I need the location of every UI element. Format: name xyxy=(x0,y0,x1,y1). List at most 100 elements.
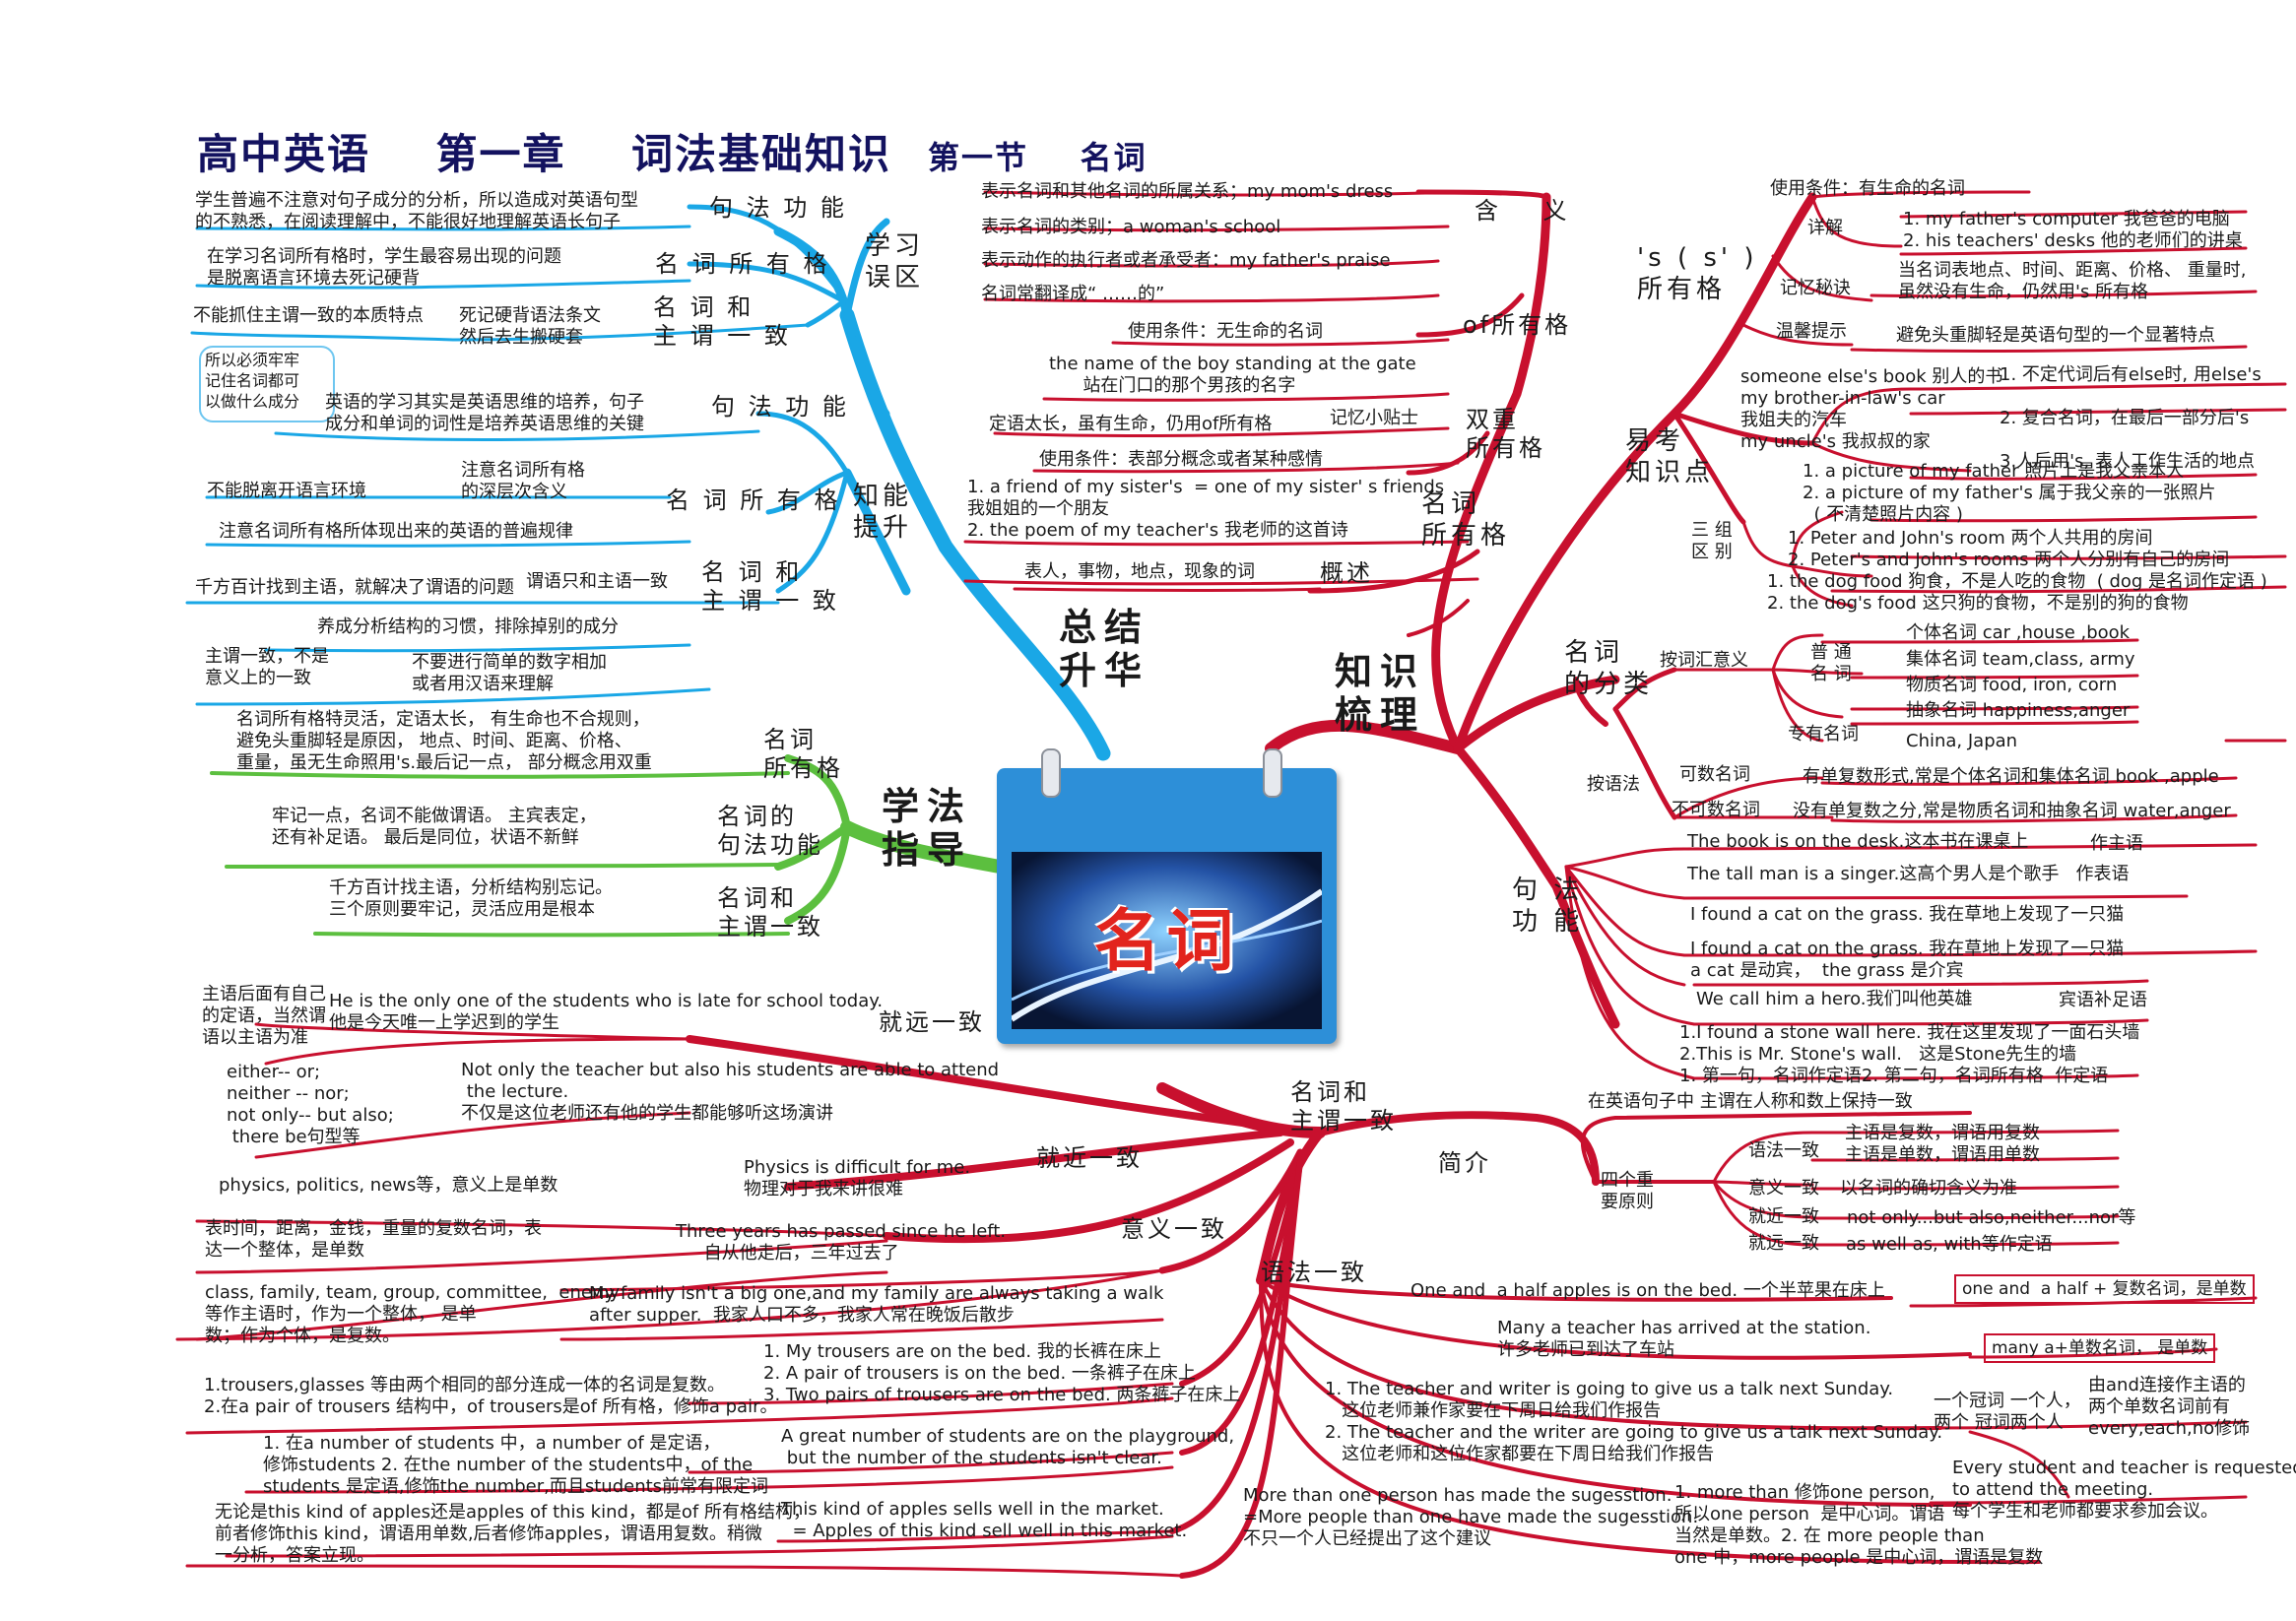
branch-label-r-s: 's ( s' ) 所有格 xyxy=(1637,243,1758,304)
branch-label-r-yyz: 意义一致 xyxy=(1121,1215,1227,1243)
branch-label-r-jyz: 就远一致 xyxy=(879,1008,985,1036)
leaf-text-o3: 定语太长，虽有生命，仍用of所有格 xyxy=(989,414,1273,434)
leaf-text-x3: 千方百计找主语，分析结构别忘记。 三个原则要牢记，灵活应用是根本 xyxy=(329,877,613,920)
leaf-text-j6: 1.I found a stone wall here. 我在这里发现了一面石头… xyxy=(1679,1022,2140,1086)
leaf-text-c12: 不可数名词 xyxy=(1672,800,1760,820)
center-label: 名词 xyxy=(1093,903,1240,981)
leaf-text-yf8: 1. more than 修饰one person, 所以one person … xyxy=(1674,1482,2044,1568)
leaf-text-yf1: One and a half apples is on the bed. 一个半… xyxy=(1410,1280,1885,1301)
branch-label-r-fl: 名词 的分类 xyxy=(1564,638,1654,699)
branch-label-b-jf1: 句 法 功 能 xyxy=(709,194,847,222)
leaf-text-yy3: 表时间，距离，金钱，重量的复数名词，表 达一个整体，是单数 xyxy=(205,1218,542,1261)
leaf-text-jj9: 就远一致 xyxy=(1748,1233,1819,1254)
leaf-text-z7: 养成分析结构的习惯，排除掉别的成分 xyxy=(317,616,619,637)
leaf-text-s1: 使用条件：有生命的名词 xyxy=(1770,178,1965,199)
leaf-text-jj2: 四个重 要原则 xyxy=(1601,1170,1654,1212)
leaf-text-x2: 牢记一点，名词不能做谓语。 主宾表定， 还有补足语。 最后是同位，状语不新鲜 xyxy=(272,806,597,848)
leaf-text-yy1: physics, politics, news等，意义上是单数 xyxy=(219,1175,558,1196)
leaf-text-c5: 物质名词 food, iron, corn xyxy=(1906,675,2118,695)
branch-label-b-mc2: 名 词 所 有 格 xyxy=(666,486,841,514)
leaf-text-z2: 注意名词所有格 的深层次含义 xyxy=(461,460,585,502)
leaf-text-c11: 有单复数形式,常是个体名词和集体名词 book ,apple xyxy=(1803,766,2219,787)
leaf-text-h2: 表示名词的类别；a woman's school xyxy=(981,217,1281,237)
leaf-text-yy9: 1. 在a number of students 中，a number of 是… xyxy=(263,1433,769,1497)
leaf-text-yf3: 1. The teacher and writer is going to gi… xyxy=(1325,1379,1943,1464)
leaf-text-y4: 三 组 区 别 xyxy=(1691,520,1733,562)
leaf-text-jj6: 以名词的确切含义为准 xyxy=(1840,1178,2017,1199)
leaf-text-w2: 在学习名词所有格时，学生最容易出现的问题 是脱离语言环境去死记硬背 xyxy=(207,246,561,289)
leaf-text-yy11: 无论是this kind of apples还是apples of this k… xyxy=(215,1502,811,1566)
leaf-text-j2: The tall man is a singer.这高个男人是个歌手 作表语 xyxy=(1687,864,2130,884)
branch-label-r-yfz: 语法一致 xyxy=(1261,1259,1367,1286)
branch-label-r-sc: 双重 所有格 xyxy=(1466,406,1545,462)
branch-label-r-jf: 句 法 功 能 xyxy=(1512,875,1584,937)
leaf-text-o4: 记忆小贴士 xyxy=(1330,408,1418,428)
branch-label-r-gs: 概述 xyxy=(1320,559,1373,587)
branch-label-r-of: of所有格 xyxy=(1463,311,1572,339)
hub-zongjie: 总结 升华 xyxy=(1059,606,1150,692)
leaf-text-c1: 按词汇意义 xyxy=(1660,650,1748,671)
leaf-text-c2: 普 通 名 词 xyxy=(1810,642,1852,684)
leaf-text-c4: 集体名词 team,class, army xyxy=(1906,649,2135,670)
leaf-text-s7: 避免头重脚轻是英语句型的一个显著特点 xyxy=(1896,325,2215,346)
leaf-text-jj4: 主语是复数，谓语用复数 主语是单数，谓语用单数 xyxy=(1845,1123,2040,1165)
leaf-text-z6: 谓语只和主语一致 xyxy=(526,571,668,592)
leaf-text-j1: The book is on the desk.这本书在课桌上 xyxy=(1687,831,2029,852)
leaf-text-yy2: Physics is difficult for me. 物理对于我来讲很难 xyxy=(744,1157,971,1200)
leaf-text-yf7: More than one person has made the sugess… xyxy=(1243,1485,1699,1549)
branch-label-g-jf: 名词的 句法功能 xyxy=(717,803,823,859)
page-title: 高中英语 第一章 词法基础知识 xyxy=(197,130,891,178)
leaf-text-o2: the name of the boy standing at the gate… xyxy=(1049,354,1416,396)
leaf-text-h4: 名词常翻译成“ ……的” xyxy=(981,284,1165,304)
leaf-text-z8: 主谓一致，不是 意义上的一致 xyxy=(205,646,329,688)
branch-label-r-hy: 含 义 xyxy=(1475,197,1570,225)
leaf-text-c6: 抽象名词 happiness,anger xyxy=(1906,700,2131,721)
leaf-text-y3: 1. a picture of my father 照片上是我父亲本人 2. a… xyxy=(1803,461,2216,525)
branch-label-b-xxwq: 学习 误区 xyxy=(865,231,925,292)
branch-label-b-mz1: 名 词 和 主 谓 一 致 xyxy=(653,293,791,350)
calendar-body: 名词 xyxy=(997,768,1337,1044)
section-title: 第一节 名词 xyxy=(928,139,1148,176)
leaf-text-jy1: 主语后面有自己 的定语，当然谓 语以主语为准 xyxy=(202,984,326,1048)
leaf-text-w3: 不能抓住主谓一致的本质特点 xyxy=(193,305,424,326)
leaf-text-h1: 表示名词和其他名词的所属关系；my mom's dress xyxy=(981,181,1394,202)
note-bubble-text: 所以必须牢牢 记住名词都可 以做什么成分 xyxy=(205,351,300,411)
hub-zhishi: 知识 梳理 xyxy=(1335,650,1426,737)
branch-label-b-mc1: 名 词 所 有 格 xyxy=(655,250,830,278)
leaf-text-c3: 个体名词 car ,house ,book xyxy=(1906,622,2131,643)
leaf-text-z3: 不能脱离开语言环境 xyxy=(207,481,366,501)
leaf-text-z5: 千方百计找到主语，就解决了谓语的问题 xyxy=(195,577,514,598)
leaf-text-j1b: 作主语 xyxy=(2090,833,2143,854)
leaf-text-yy5: class, family, team, group, committee, e… xyxy=(205,1282,621,1346)
leaf-text-s6: 温馨提示 xyxy=(1776,321,1847,342)
leaf-text-s2: 详解 xyxy=(1807,218,1843,238)
leaf-text-c13: 没有单复数之分,常是物质名词和抽象名词 water,anger xyxy=(1793,801,2231,821)
leaf-text-z1: 英语的学习其实是英语思维的培养，句子 成分和单词的词性是培养英语思维的关键 xyxy=(325,392,644,434)
branch-label-b-jf2: 句 法 功 能 xyxy=(711,393,849,421)
branch-label-g-mc: 名词 所有格 xyxy=(763,726,843,782)
branch-label-r-mz: 名词和 主谓一致 xyxy=(1290,1078,1397,1135)
leaf-text-gs1: 表人，事物，地点，现象的词 xyxy=(1024,561,1255,582)
hub-xuefa: 学法 指导 xyxy=(882,785,973,872)
branch-label-r-jj: 简介 xyxy=(1438,1149,1491,1177)
leaf-text-x1: 名词所有格特灵活，定语太长， 有生命也不合规则， 避免头重脚轻是原因， 地点、时… xyxy=(236,709,652,773)
leaf-text-yf2: Many a teacher has arrived at the statio… xyxy=(1497,1318,1871,1360)
leaf-text-jn1: either-- or; neither -- nor; not only-- … xyxy=(227,1062,394,1147)
calendar-ring-left xyxy=(1041,748,1061,798)
leaf-text-s5: 当名词表地点、时间、距离、价格、 重量时, 虽然没有生命，仍然用's 所有格 xyxy=(1898,260,2247,302)
leaf-text-yy7: 1.trousers,glasses 等由两个相同的部分连成一体的名词是复数。 … xyxy=(204,1375,778,1417)
leaf-text-jj1: 在英语句子中 主谓在人称和数上保持一致 xyxy=(1588,1091,1913,1112)
branch-label-r-mc: 名词 所有格 xyxy=(1421,489,1511,551)
leaf-text-c8: China, Japan xyxy=(1906,731,2018,751)
leaf-text-j5: We call him a hero.我们叫他英雄 xyxy=(1696,989,1973,1009)
center-calendar: 名词 xyxy=(997,748,1337,1044)
leaf-text-jj8: not only...but also,neither...nor等 xyxy=(1847,1207,2136,1228)
leaf-text-yf4: 一个冠词 一个人， 两个 冠词两个人 xyxy=(1934,1391,2081,1433)
leaf-text-z4: 注意名词所有格所体现出来的英语的普遍规律 xyxy=(219,521,573,542)
leaf-text-jj10: as well as, with等作定语 xyxy=(1846,1234,2053,1255)
leaf-text-d1: 使用条件：表部分概念或者某种感情 xyxy=(1039,449,1323,470)
leaf-text-o1: 使用条件：无生命的名词 xyxy=(1128,321,1323,342)
leaf-text-c10: 可数名词 xyxy=(1679,764,1750,785)
